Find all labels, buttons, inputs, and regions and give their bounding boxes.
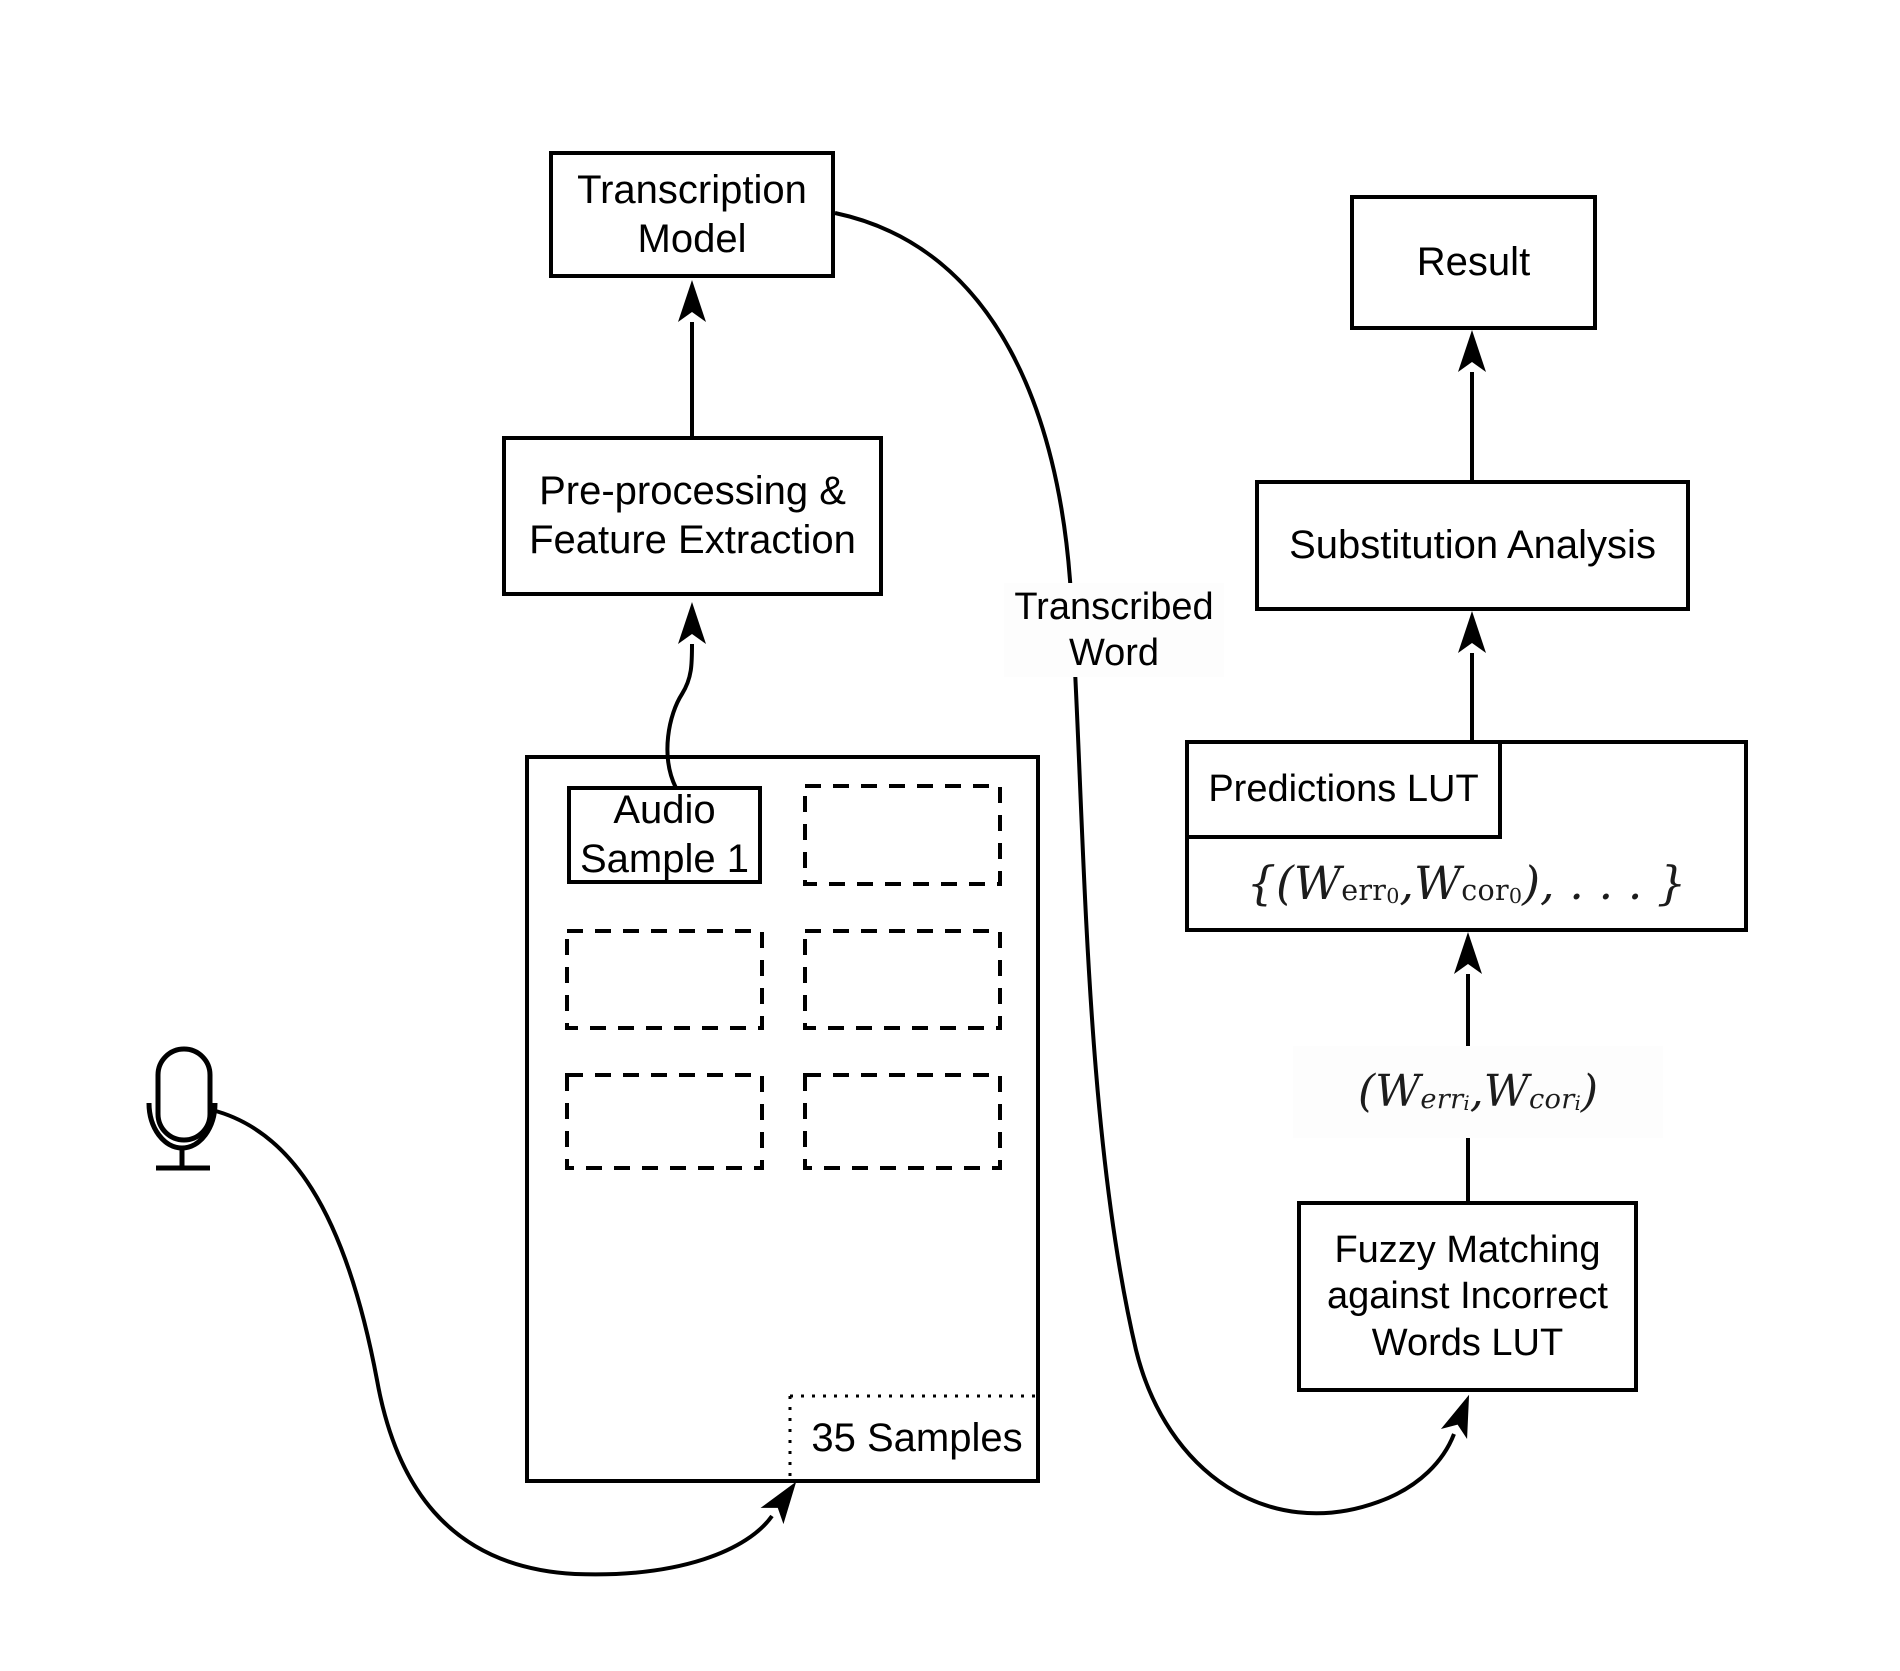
transcription-model-node: Transcription Model <box>549 151 835 278</box>
samples-count-label: 35 Samples <box>811 1415 1023 1460</box>
substitution-analysis-node: Substitution Analysis <box>1255 480 1690 611</box>
fuzzy-matching-node: Fuzzy Matching against Incorrect Words L… <box>1297 1201 1638 1392</box>
microphone-icon <box>146 1046 218 1171</box>
microphone-capsule <box>155 1046 213 1143</box>
result-node: Result <box>1350 195 1597 330</box>
predictions-lut-title: Predictions LUT <box>1189 744 1502 839</box>
microphone-cradle <box>146 1102 218 1151</box>
transcribed-word-edge-label: Transcribed Word <box>1004 583 1224 677</box>
audio-sample-1-node: Audio Sample 1 <box>567 786 762 884</box>
preprocessing-node: Pre-processing & Feature Extraction <box>502 436 883 596</box>
